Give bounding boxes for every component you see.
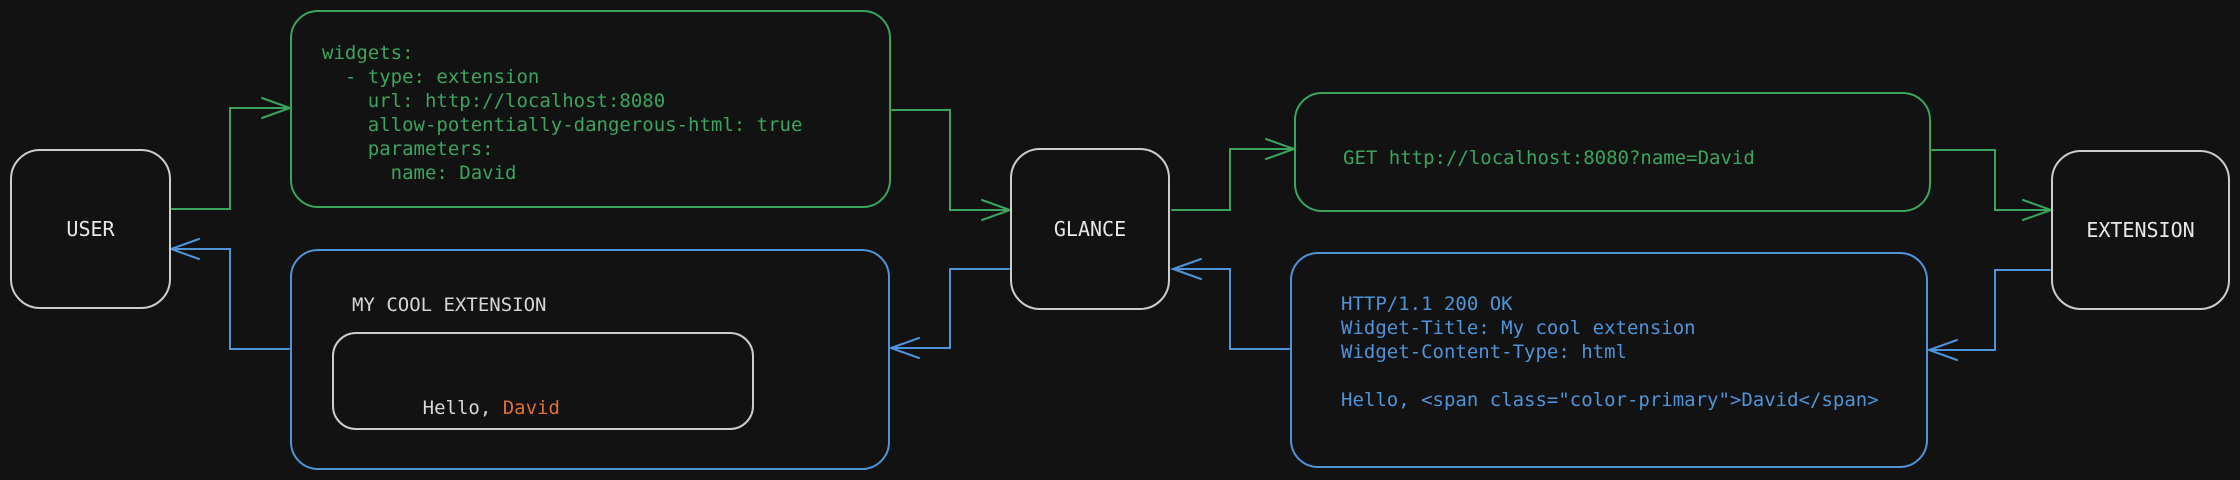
arrow-glance-to-request <box>1171 138 1297 211</box>
node-user-label: USER <box>66 217 115 241</box>
response-code: HTTP/1.1 200 OK Widget-Title: My cool ex… <box>1341 293 1879 411</box>
widget-title: MY COOL EXTENSION <box>352 294 547 316</box>
arrow-extension-to-response <box>1926 269 2051 361</box>
arrow-user-to-config <box>171 97 293 210</box>
node-user: USER <box>10 149 171 309</box>
widget-box: MY COOL EXTENSION Hello, David <box>290 249 890 470</box>
arrow-request-to-extension <box>1931 149 2054 221</box>
greeting-prefix: Hello, <box>422 397 503 419</box>
config-code: widgets: - type: extension url: http://l… <box>322 42 803 184</box>
node-extension-label: EXTENSION <box>2086 218 2195 242</box>
node-glance: GLANCE <box>1010 148 1170 310</box>
arrow-glance-to-widget <box>888 268 1010 359</box>
config-box: widgets: - type: extension url: http://l… <box>290 10 891 208</box>
node-glance-label: GLANCE <box>1053 217 1127 241</box>
arrow-response-to-glance <box>1170 258 1290 350</box>
response-box: HTTP/1.1 200 OK Widget-Title: My cool ex… <box>1290 252 1928 468</box>
node-extension: EXTENSION <box>2051 150 2230 310</box>
widget-greeting: Hello, David <box>354 372 560 444</box>
widget-inner-box: Hello, David <box>332 332 754 430</box>
arrow-widget-to-user <box>168 238 290 350</box>
arrow-config-to-glance <box>891 109 1013 221</box>
greeting-name: David <box>502 397 560 419</box>
request-code: GET http://localhost:8080?name=David <box>1343 147 1755 169</box>
request-box: GET http://localhost:8080?name=David <box>1294 92 1931 212</box>
